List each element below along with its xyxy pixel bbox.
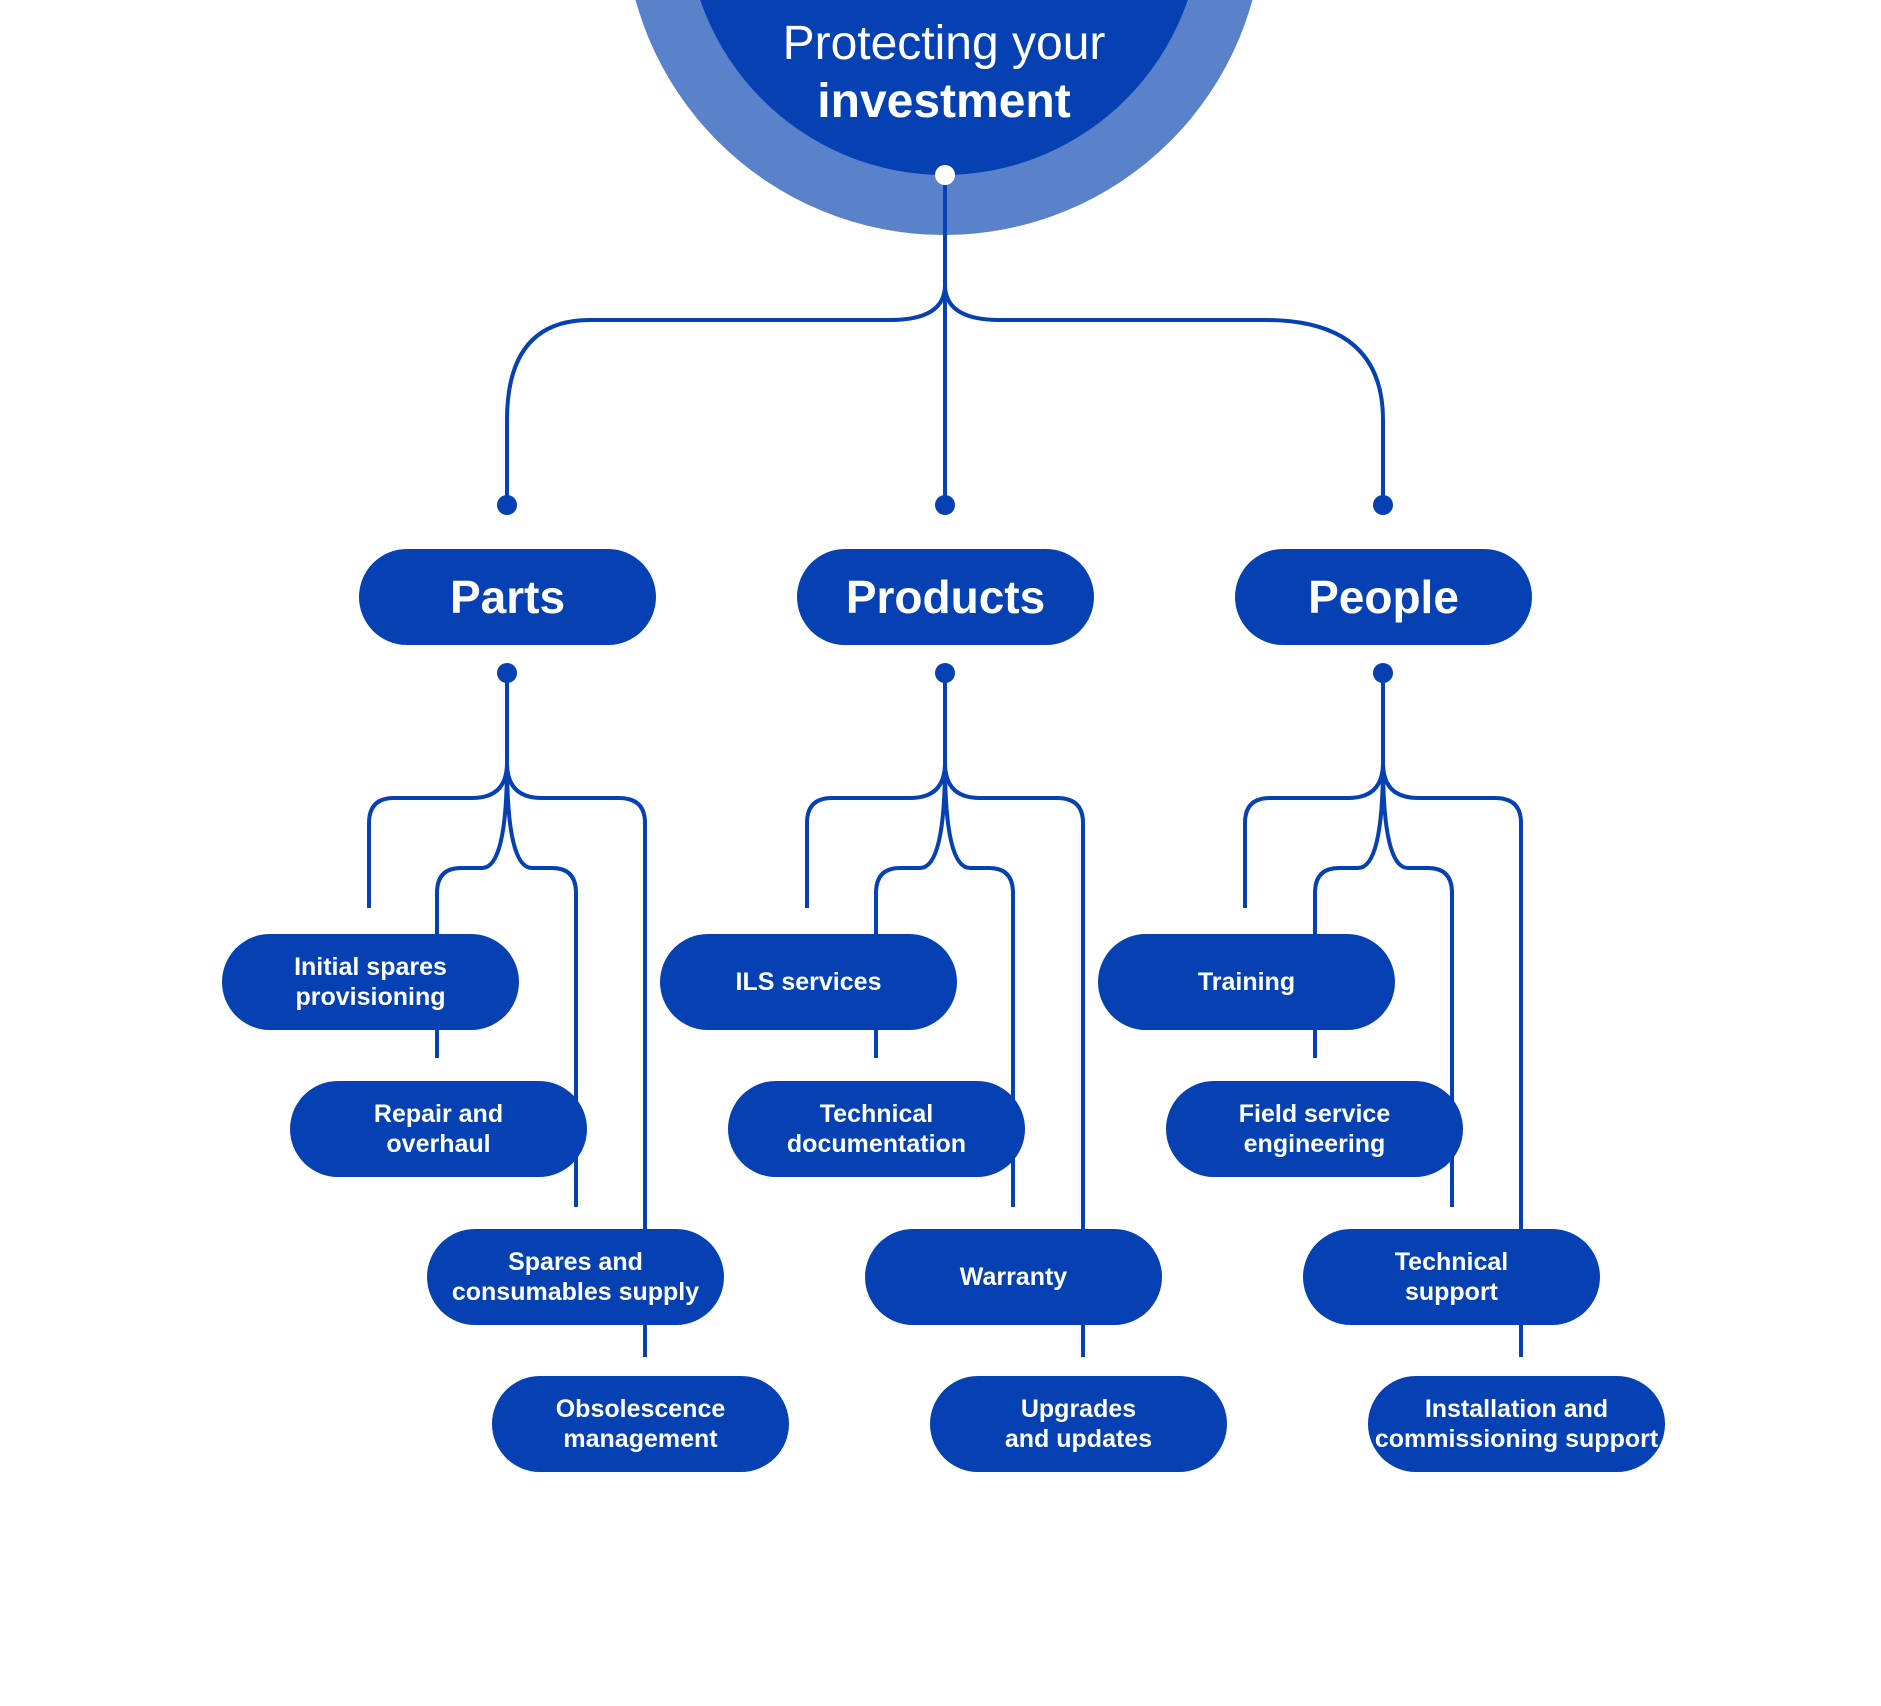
- connector-products-1: [805, 762, 947, 908]
- item-upgrades-and-updates: Upgrades and updates: [930, 1376, 1227, 1472]
- dot-products-bottom: [935, 663, 955, 683]
- connector-parts-4: [505, 762, 647, 1357]
- dot-parts-top: [497, 495, 517, 515]
- connector-products-2: [874, 762, 947, 1058]
- item-repair-and-overhaul: Repair and overhaul: [290, 1081, 587, 1177]
- item-initial-spares-provisioning: Initial spares provisioning: [222, 934, 519, 1030]
- hub-title-line1: Protecting your: [782, 17, 1106, 70]
- connector-parts-2: [435, 762, 509, 1058]
- category-products: Products: [797, 549, 1094, 645]
- item-installation-and-commissioning-support: Installation and commissioning support: [1368, 1376, 1665, 1472]
- category-people: People: [1235, 549, 1532, 645]
- item-training: Training: [1098, 934, 1395, 1030]
- hub-anchor-dot: [935, 165, 955, 185]
- item-obsolescence-management: Obsolescence management: [492, 1376, 789, 1472]
- item-ils-services: ILS services: [660, 934, 957, 1030]
- item-technical-support: Technical support: [1303, 1229, 1600, 1325]
- category-parts: Parts: [359, 549, 656, 645]
- connector-parts-1: [367, 762, 509, 908]
- connector-parts-3: [505, 762, 578, 1207]
- connector-products-3: [943, 762, 1015, 1207]
- connector-people-2: [1313, 762, 1385, 1058]
- connector-hub-parts: [505, 284, 947, 505]
- dot-people-top: [1373, 495, 1393, 515]
- connector-people-3: [1381, 762, 1454, 1207]
- connector-products-4: [943, 762, 1085, 1357]
- item-field-service-engineering: Field service engineering: [1166, 1081, 1463, 1177]
- connector-people-4: [1381, 762, 1523, 1357]
- connector-people-1: [1243, 762, 1385, 908]
- item-spares-and-consumables-supply: Spares and consumables supply: [427, 1229, 724, 1325]
- dot-parts-bottom: [497, 663, 517, 683]
- hub-title-line2: investment: [817, 75, 1071, 128]
- hub-title: Protecting your investment: [744, 15, 1144, 131]
- item-technical-documentation: Technical documentation: [728, 1081, 1025, 1177]
- connector-hub-people: [943, 284, 1385, 505]
- dot-products-top: [935, 495, 955, 515]
- item-warranty: Warranty: [865, 1229, 1162, 1325]
- dot-people-bottom: [1373, 663, 1393, 683]
